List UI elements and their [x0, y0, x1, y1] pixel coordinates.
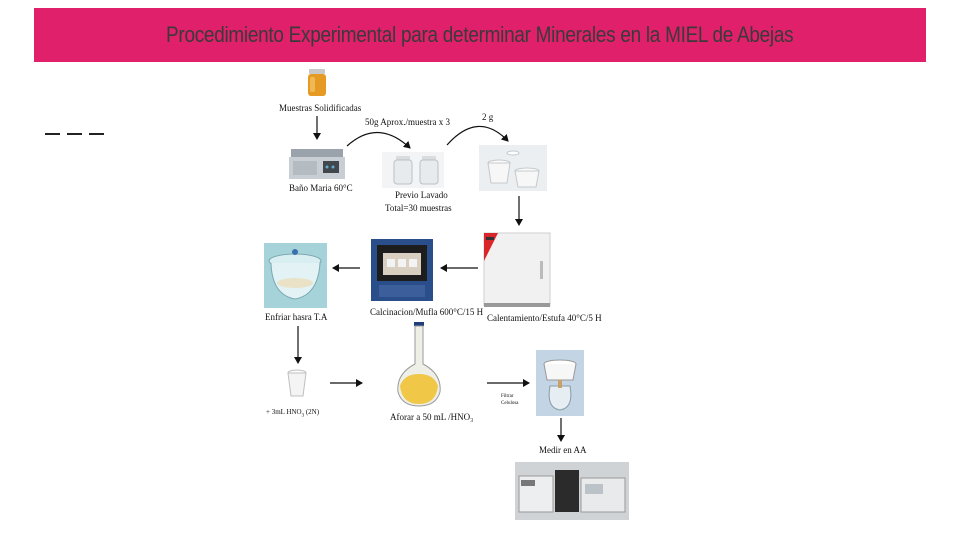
- label-samples: Muestras Solidificadas: [279, 103, 362, 113]
- acid-text: + 3mL HNO: [266, 408, 302, 416]
- dash-mark: [67, 133, 82, 135]
- label-acid: + 3mL HNO3 (2N): [266, 407, 319, 421]
- title-bar: Procedimiento Experimental para determin…: [34, 8, 926, 62]
- small-crucible-image: [286, 369, 308, 399]
- label-measure: Medir en AA: [539, 445, 587, 455]
- label-oven: Calentamiento/Estufa 40°C/5 H: [487, 313, 602, 323]
- aa-spectrometer-image: [515, 462, 629, 520]
- sample-jars-image: [382, 152, 444, 188]
- dash-mark: [89, 133, 104, 135]
- oven-image: [482, 231, 552, 309]
- arrow-jars-to-crucibles: [446, 125, 509, 146]
- muffle-furnace-image: [371, 239, 433, 301]
- crucibles-image: [479, 145, 547, 191]
- page-title: Procedimiento Experimental para determin…: [166, 22, 794, 47]
- arrow-bath-to-jars: [346, 131, 411, 149]
- label-crucible-mass: 2 g: [482, 112, 494, 122]
- volumetric-flask-image: [394, 322, 444, 408]
- label-bath: Baño Maria 60°C: [289, 183, 353, 193]
- label-furnace: Calcinacion/Mufla 600°C/15 H: [370, 307, 484, 317]
- label-filter-1: Filtrar: [501, 394, 514, 399]
- cool-text: Enfriar hasra T.A: [265, 312, 328, 322]
- acid-tail: (2N): [304, 408, 320, 416]
- label-wash: Previo Lavado: [395, 190, 448, 200]
- water-bath-image: [289, 145, 345, 181]
- honey-jar-image: [305, 68, 329, 98]
- label-flask: Aforar a 50 mL /HNO₃: [390, 412, 474, 422]
- filter-funnel-image: [536, 350, 584, 416]
- label-total: Total=30 muestras: [385, 203, 452, 213]
- label-filter-2: Celulosa: [501, 401, 519, 406]
- label-cool: Enfriar hasra T.A: [265, 312, 327, 323]
- acid-subscript: 3: [301, 413, 305, 419]
- label-transfer-note: 50g Aprox./muestra x 3: [365, 117, 450, 127]
- dash-mark: [45, 133, 60, 135]
- desiccator-image: [264, 243, 327, 308]
